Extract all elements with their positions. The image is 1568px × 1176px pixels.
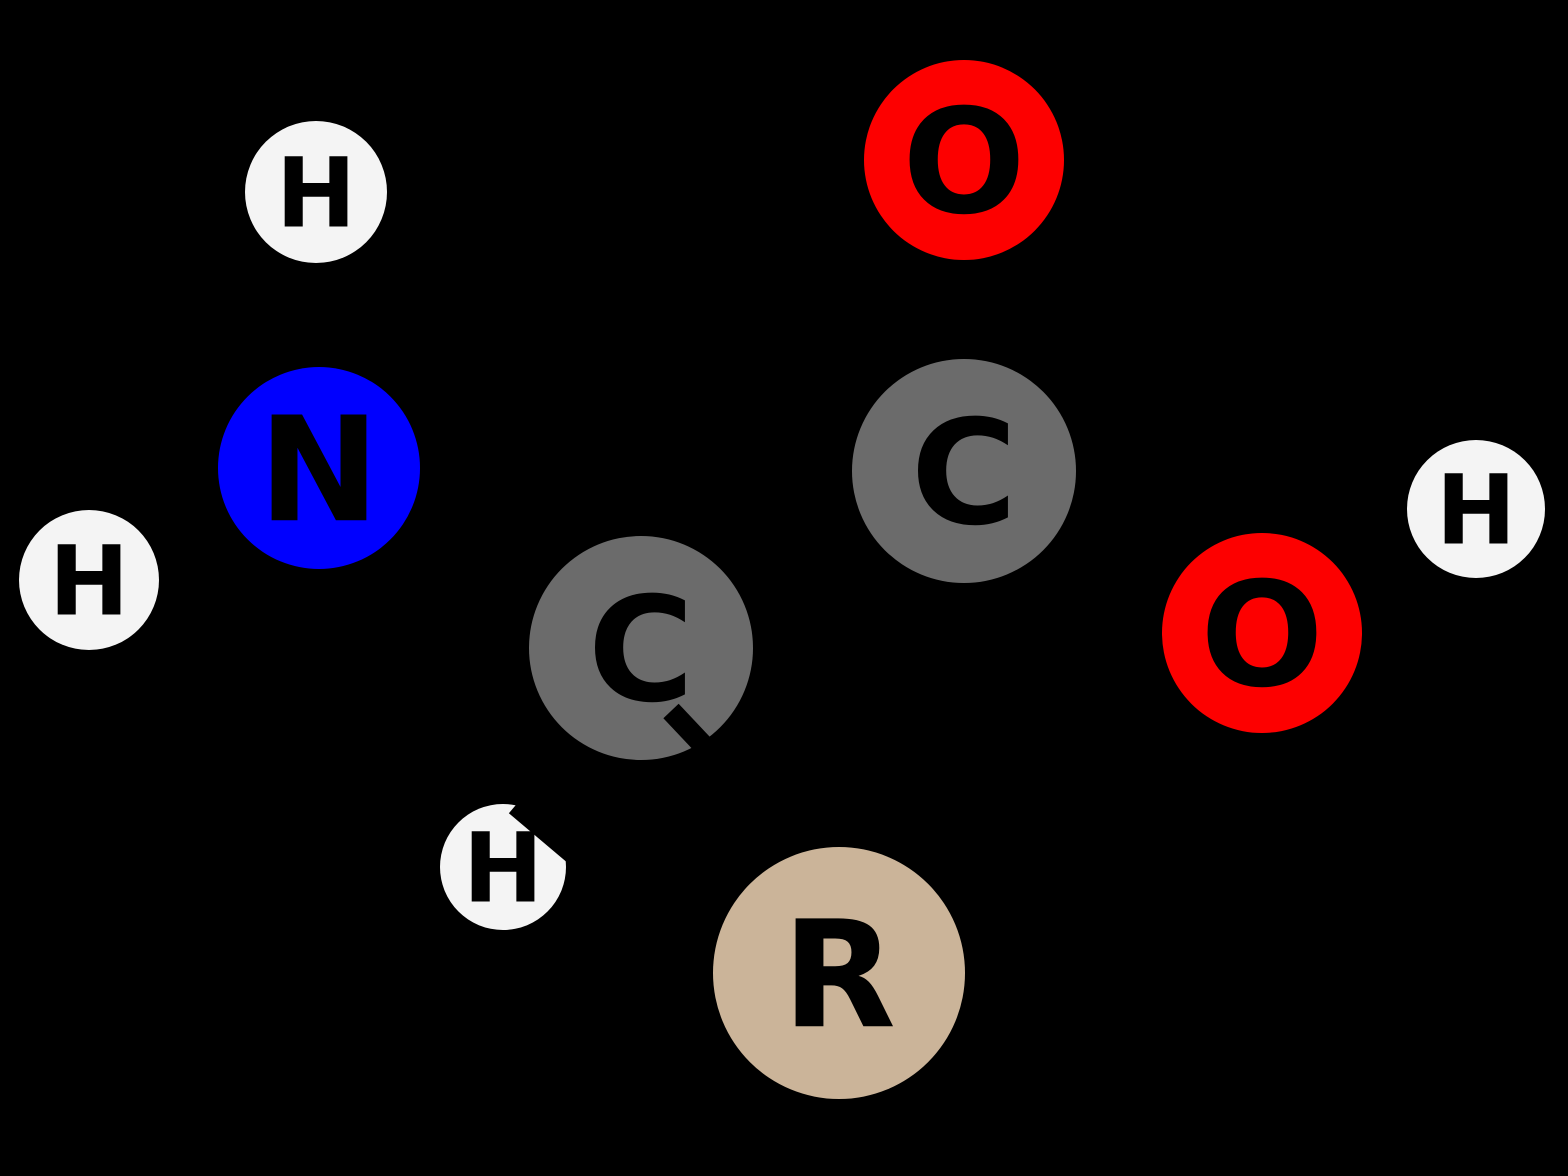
atom-circle	[529, 536, 753, 760]
atom-h-alpha: H	[440, 804, 566, 930]
bond-stub-alpha-carbon	[663, 703, 728, 771]
atom-circle	[440, 804, 566, 930]
atom-h-amine-top: H	[245, 121, 387, 263]
atom-label: H	[276, 138, 356, 250]
atom-h-hydroxyl: H	[1407, 440, 1545, 578]
atom-label: H	[1436, 455, 1516, 567]
atom-c-alpha: C	[529, 536, 753, 760]
atom-circle	[864, 60, 1064, 260]
atom-label: O	[1200, 551, 1323, 720]
atom-c-carboxyl: C	[852, 359, 1076, 583]
atom-label: H	[49, 526, 129, 638]
atom-label: R	[782, 889, 896, 1061]
atom-circle	[19, 510, 159, 650]
atom-circle	[713, 847, 965, 1099]
atom-circle	[1162, 533, 1362, 733]
atom-label: C	[911, 389, 1017, 558]
atom-circle	[245, 121, 387, 263]
atom-r-side-chain: R	[713, 847, 965, 1099]
atom-label: H	[463, 813, 543, 925]
atom-label: O	[902, 78, 1025, 247]
atom-circle	[218, 367, 420, 569]
atom-o-carbonyl: O	[864, 60, 1064, 260]
atom-circle	[1407, 440, 1545, 578]
atom-o-hydroxyl: O	[1162, 533, 1362, 733]
atom-label: N	[258, 386, 379, 555]
atom-n-amine: N	[218, 367, 420, 569]
bond-stub-alpha-hydrogen	[508, 798, 580, 863]
atom-h-amine-left: H	[19, 510, 159, 650]
atom-circle	[852, 359, 1076, 583]
